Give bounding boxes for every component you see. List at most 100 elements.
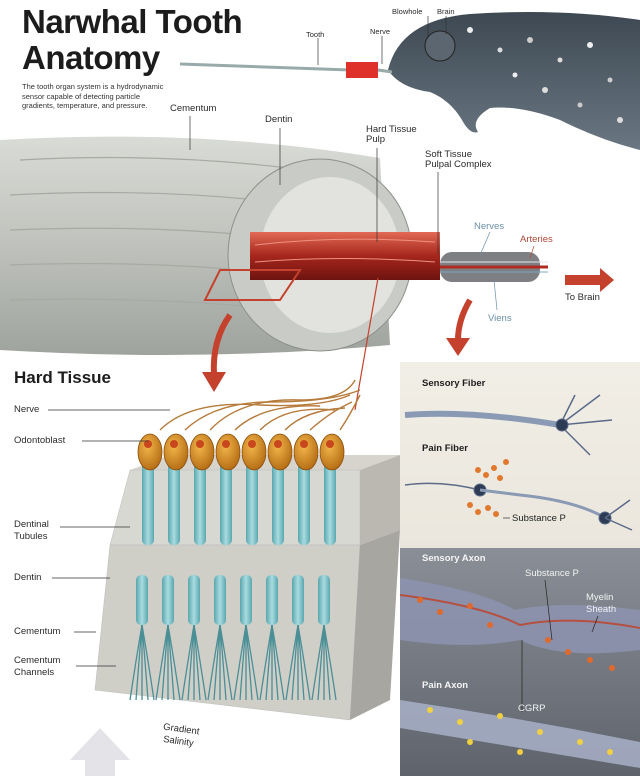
cgrp-dot (517, 749, 523, 755)
label-cgrp: CGRP (518, 703, 546, 714)
cgrp-dot (607, 749, 613, 755)
to-brain-arrow (565, 268, 614, 292)
cementum-channel (271, 624, 285, 701)
odontoblast-nucleus (300, 440, 308, 448)
label-dentinal-1: Dentinal (14, 519, 49, 530)
odontoblast (241, 433, 267, 471)
cementum-channel (167, 624, 181, 701)
odontoblast-nucleus (326, 440, 334, 448)
tubule-lower (136, 575, 148, 625)
tubule-lower (292, 575, 304, 625)
narwhal-head (388, 12, 640, 150)
intro-text: The tooth organ system is a hydrodynamic… (22, 82, 164, 110)
label-pain-axon: Pain Axon (422, 680, 469, 691)
label-to-brain: To Brain (565, 292, 600, 303)
tubule-upper (272, 455, 284, 545)
cgrp-dot (497, 713, 503, 719)
label-myelin-2: Sheath (586, 604, 617, 615)
title-line-2: Anatomy (22, 39, 160, 76)
odontoblast (293, 433, 319, 471)
odontoblast (215, 433, 241, 471)
substance-p-dot (545, 637, 551, 643)
cementum-channel (323, 624, 337, 701)
nerve-fibers (159, 379, 361, 431)
label-odontoblast: Odontoblast (14, 435, 66, 446)
odontoblast-nucleus (170, 440, 178, 448)
tubule-lower (162, 575, 174, 625)
odontoblast-cells (137, 433, 345, 471)
tooth-line (179, 62, 351, 72)
substance-p-dot (467, 603, 473, 609)
cementum-channel (245, 624, 259, 701)
label-cementum-channels-1: Cementum (14, 655, 61, 666)
tusk-section (0, 136, 440, 355)
odontoblast-nucleus (222, 440, 230, 448)
label-tooth: Tooth (306, 30, 325, 39)
dentinal-tubules (129, 455, 337, 701)
hard-tissue-heading: Hard Tissue (14, 368, 112, 387)
label-sensory-axon: Sensory Axon (422, 553, 486, 564)
label-nerves: Nerves (474, 221, 505, 232)
odontoblast (163, 433, 189, 471)
cgrp-dot (577, 739, 583, 745)
odontoblast-nucleus (144, 440, 152, 448)
cgrp-dot (457, 719, 463, 725)
substance-p-molecules-1 (467, 459, 509, 517)
tubule-upper (298, 455, 310, 545)
tubule-upper (324, 455, 336, 545)
label-pain-fiber: Pain Fiber (422, 443, 468, 454)
soft-tissue-complex (440, 252, 548, 282)
gradient-arrow (70, 728, 130, 776)
label-myelin-1: Myelin (586, 592, 614, 603)
odontoblast (319, 433, 345, 471)
page-title: Narwhal Tooth Anatomy (22, 3, 243, 76)
odontoblast-nucleus (248, 440, 256, 448)
cgrp-dot (537, 729, 543, 735)
label-brain: Brain (437, 7, 455, 16)
odontoblast (137, 433, 163, 471)
tubule-upper (246, 455, 258, 545)
odontoblast (189, 433, 215, 471)
arrow-down-right (446, 338, 470, 356)
tubule-lower (188, 575, 200, 625)
cementum-channel (193, 624, 207, 701)
cgrp-dot (467, 739, 473, 745)
label-nerve-top: Nerve (370, 27, 391, 36)
title-line-1: Narwhal Tooth (22, 3, 243, 40)
pain-axon (400, 700, 640, 768)
tubule-lower (240, 575, 252, 625)
label-arteries: Arteries (520, 234, 553, 245)
sensory-fiber (404, 394, 633, 531)
odontoblast (267, 433, 293, 471)
label-sensory-fiber: Sensory Fiber (422, 378, 486, 389)
label-cementum: Cementum (14, 626, 61, 637)
substance-p-dot (587, 657, 593, 663)
odontoblast-nucleus (196, 440, 204, 448)
label-nerve: Nerve (14, 404, 40, 415)
label-dentin: Dentin (14, 572, 42, 583)
substance-p-dot (417, 597, 423, 603)
sensory-axon (399, 578, 640, 654)
substance-p-dot (437, 609, 443, 615)
tooth-highlight (346, 62, 378, 78)
cementum-channel (297, 624, 311, 701)
label-cementum-channels-2: Channels (14, 667, 55, 678)
label-cementum-top: Cementum (170, 103, 217, 114)
label-hard-tissue-pulp-1: Hard Tissue (366, 124, 417, 135)
tubule-upper (220, 455, 232, 545)
label-blowhole: Blowhole (392, 7, 423, 16)
tubule-upper (168, 455, 180, 545)
substance-p-dot (609, 665, 615, 671)
label-soft-tissue-1: Soft Tissue (425, 149, 472, 160)
tubule-upper (194, 455, 206, 545)
tubule-upper (142, 455, 154, 545)
selection-box (203, 269, 302, 301)
odontoblast-nucleus (274, 440, 282, 448)
tubule-lower (266, 575, 278, 625)
cgrp-dot (427, 707, 433, 713)
cementum-channel (219, 624, 233, 701)
label-substance-p-2: Substance P (525, 568, 579, 579)
substance-p-dot (487, 622, 493, 628)
cementum-channel (141, 624, 155, 701)
